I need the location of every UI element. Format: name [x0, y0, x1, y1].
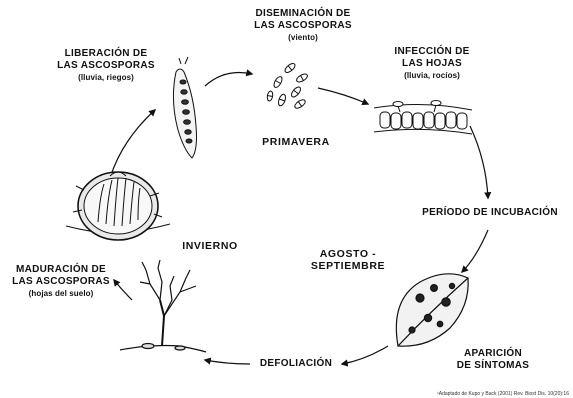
stage-symptoms-line1: APARICIÓN: [463, 348, 523, 359]
credit-footnote: ¹Adaptado de Kupo y Back (2001) Rev. Bio…: [437, 391, 569, 397]
diseased-leaf-illustration: [395, 273, 469, 347]
stage-liberation: LIBERACIÓN DE LAS ASCOSPORAS (lluvia, ri…: [54, 48, 158, 84]
stage-infection-line1: INFECCIÓN DE: [394, 46, 470, 57]
arrow-tree-to-maduration: [113, 278, 133, 301]
stage-defoliation-line1: DEFOLIACIÓN: [259, 358, 333, 369]
ascus-illustration: [172, 56, 197, 159]
arrow-incubation-to-symptoms: [460, 229, 489, 274]
stage-maduration: MADURACIÓN DE LAS ASCOSPORAS (hojas del …: [6, 264, 116, 300]
season-agosto-line2: SEPTIEMBRE: [310, 260, 386, 272]
stage-maduration-line1: MADURACIÓN DE: [15, 264, 106, 275]
stage-dissemination: DISEMINACIÓN DE LAS ASCOSPORAS (viento): [248, 8, 358, 44]
arrow-liberation-to-dissemination: [204, 69, 254, 87]
arrow-symptoms-to-defoliation: [340, 345, 389, 367]
stage-infection-note: (lluvia, rocíos): [404, 71, 460, 80]
ascospores-illustration: [266, 63, 308, 109]
stage-infection: INFECCIÓN DE LAS HOJAS (lluvia, rocíos): [382, 46, 482, 82]
arrow-defoliation-to-tree: [203, 357, 251, 365]
season-primavera: PRIMAVERA: [262, 136, 330, 148]
arrow-maduration-to-liberation: [109, 109, 157, 179]
stage-dissemination-note: (viento): [288, 33, 318, 42]
season-agosto-line1: AGOSTO -: [319, 248, 377, 260]
stage-dissemination-line1: DISEMINACIÓN DE: [255, 8, 351, 19]
cycle-arrows: [109, 69, 492, 367]
season-invierno: INVIERNO: [182, 240, 238, 252]
stage-defoliation: DEFOLIACIÓN: [250, 358, 342, 370]
stage-liberation-note: (lluvia, riegos): [78, 73, 134, 82]
perithecium-illustration: [65, 171, 171, 241]
season-agosto-septiembre: AGOSTO - SEPTIEMBRE: [300, 248, 396, 272]
leaf-section-illustration: [373, 100, 473, 135]
stage-symptoms-line2: DE SÍNTOMAS: [456, 360, 530, 371]
stage-liberation-line1: LIBERACIÓN DE: [64, 48, 148, 59]
bare-tree-illustration: [119, 259, 207, 353]
arrow-infection-to-incubation: [469, 125, 492, 200]
stage-maduration-note: (hojas del suelo): [28, 289, 94, 298]
stage-incubation: PERÍODO DE INCUBACIÓN: [420, 207, 560, 219]
stage-infection-line2: LAS HOJAS: [402, 58, 462, 69]
stage-maduration-line2: LAS ASCOSPORAS: [12, 276, 110, 287]
stage-symptoms: APARICIÓN DE SÍNTOMAS: [448, 348, 538, 372]
arrow-dissemination-to-infection: [317, 87, 370, 106]
stage-liberation-line2: LAS ASCOSPORAS: [57, 60, 155, 71]
stage-dissemination-line2: LAS ASCOSPORAS: [254, 20, 352, 31]
stage-incubation-line1: PERÍODO DE INCUBACIÓN: [422, 207, 558, 218]
